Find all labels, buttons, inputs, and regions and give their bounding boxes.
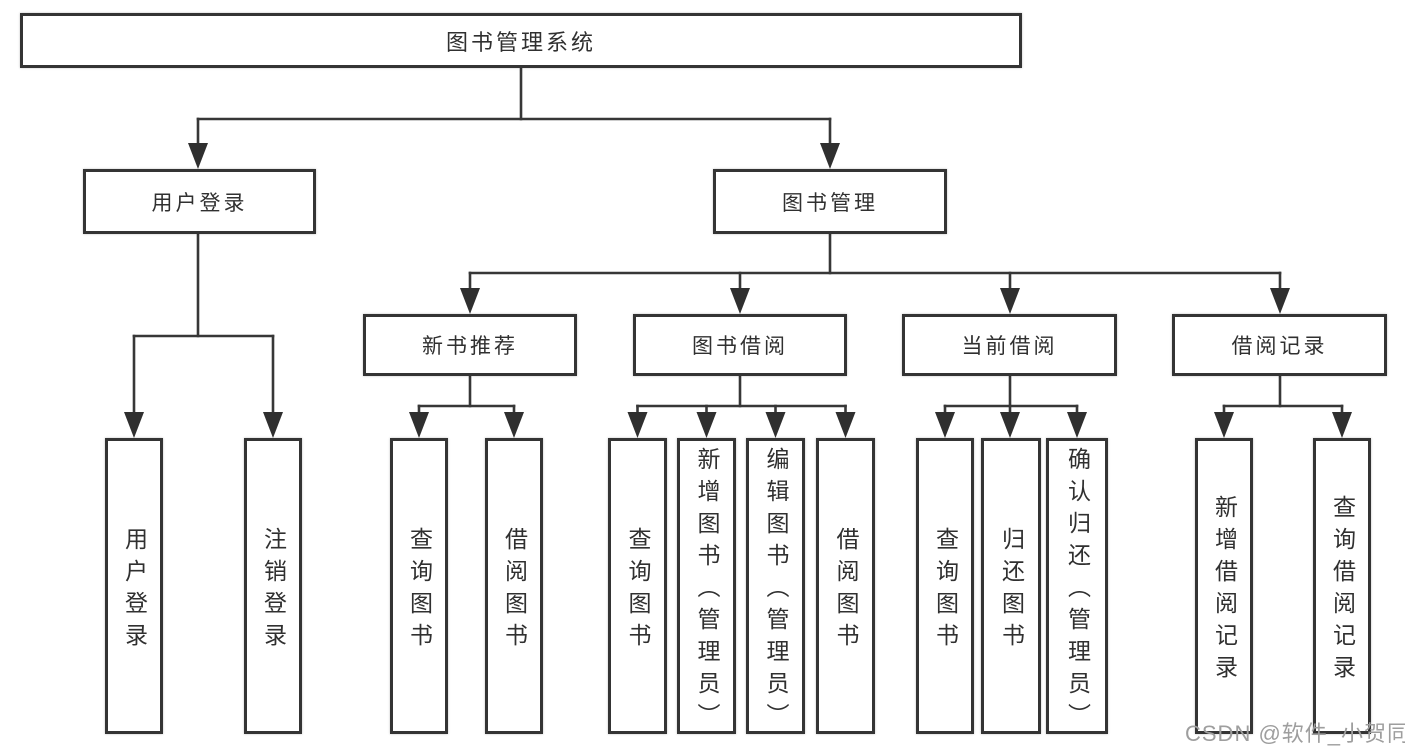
node-label: 图书管理系统: [445, 29, 596, 55]
connector-new-book-recommend-to-children: [409, 374, 524, 438]
node-label: 查询图书: [625, 526, 651, 655]
connector-borrow-records-to-children: [1214, 374, 1352, 438]
node-label: 用户登录: [151, 191, 248, 215]
leaf-query-books-borrow: 查询图书: [608, 438, 667, 734]
node-label: 借阅图书: [501, 526, 528, 655]
leaf-return-books: 归还图书: [981, 438, 1041, 734]
arrow-down-icon: [935, 412, 955, 438]
node-book-borrow: 图书借阅: [633, 314, 847, 376]
node-label: 注销登录: [260, 526, 287, 655]
node-label: 编辑图书（管理员）: [763, 446, 789, 735]
node-label: 归还图书: [998, 526, 1025, 655]
arrow-down-icon: [696, 412, 717, 438]
node-label: 查询图书: [932, 526, 959, 655]
arrow-down-icon: [765, 412, 786, 438]
node-label: 新增图书（管理员）: [694, 446, 720, 735]
node-label: 借阅记录: [1231, 335, 1328, 358]
node-label: 借阅图书: [833, 526, 859, 655]
node-label: 用户登录: [121, 526, 148, 655]
arrow-down-icon: [835, 412, 856, 438]
leaf-borrow-books-recommend: 借阅图书: [485, 438, 543, 734]
arrow-down-icon: [263, 412, 283, 438]
leaf-add-book-admin: 新增图书（管理员）: [677, 438, 736, 735]
node-user-login-branch: 用户登录: [83, 169, 316, 234]
leaf-confirm-return-admin: 确认归还（管理员）: [1046, 438, 1108, 735]
node-label: 新书推荐: [422, 335, 518, 358]
arrow-down-icon: [409, 412, 429, 438]
connector-book-borrow-to-children: [627, 374, 856, 438]
arrow-down-icon: [188, 143, 208, 169]
arrow-down-icon: [460, 288, 480, 314]
leaf-query-borrow-record: 查询借阅记录: [1313, 438, 1371, 734]
arrow-down-icon: [1214, 412, 1234, 438]
arrow-down-icon: [820, 143, 840, 169]
leaf-user-login: 用户登录: [105, 438, 163, 734]
arrow-down-icon: [730, 288, 750, 314]
node-borrow-records: 借阅记录: [1172, 314, 1387, 376]
node-label: 确认归还（管理员）: [1064, 446, 1091, 735]
node-book-management-branch: 图书管理: [713, 169, 947, 234]
node-label: 当前借阅: [961, 335, 1058, 358]
leaf-edit-book-admin: 编辑图书（管理员）: [746, 438, 805, 735]
node-label: 图书管理: [782, 191, 878, 215]
arrow-down-icon: [124, 412, 144, 438]
csdn-watermark: CSDN @软件_小贺同学: [1185, 721, 1405, 746]
arrow-down-icon: [1000, 288, 1020, 314]
node-label: 新增借阅记录: [1211, 494, 1238, 687]
node-label: 图书借阅: [692, 335, 788, 358]
leaf-query-books-recommend: 查询图书: [390, 438, 448, 734]
arrow-down-icon: [627, 412, 648, 438]
arrow-down-icon: [1332, 412, 1352, 438]
node-label: 查询借阅记录: [1329, 494, 1356, 687]
node-library-management-system: 图书管理系统: [20, 13, 1022, 68]
leaf-borrow-books: 借阅图书: [816, 438, 875, 734]
connector-book-management-to-children: [460, 232, 1290, 314]
leaf-add-borrow-record: 新增借阅记录: [1195, 438, 1253, 734]
connector-current-borrow-to-children: [935, 374, 1087, 438]
connector-root-to-branches: [188, 66, 840, 169]
arrow-down-icon: [1000, 412, 1020, 438]
arrow-down-icon: [504, 412, 524, 438]
node-new-book-recommend: 新书推荐: [363, 314, 577, 376]
arrow-down-icon: [1270, 288, 1290, 314]
arrow-down-icon: [1067, 412, 1087, 438]
leaf-query-books-current: 查询图书: [916, 438, 974, 734]
leaf-logout-login: 注销登录: [244, 438, 302, 734]
node-label: 查询图书: [406, 526, 433, 655]
connector-user-login-to-children: [124, 232, 283, 438]
node-current-borrow: 当前借阅: [902, 314, 1117, 376]
